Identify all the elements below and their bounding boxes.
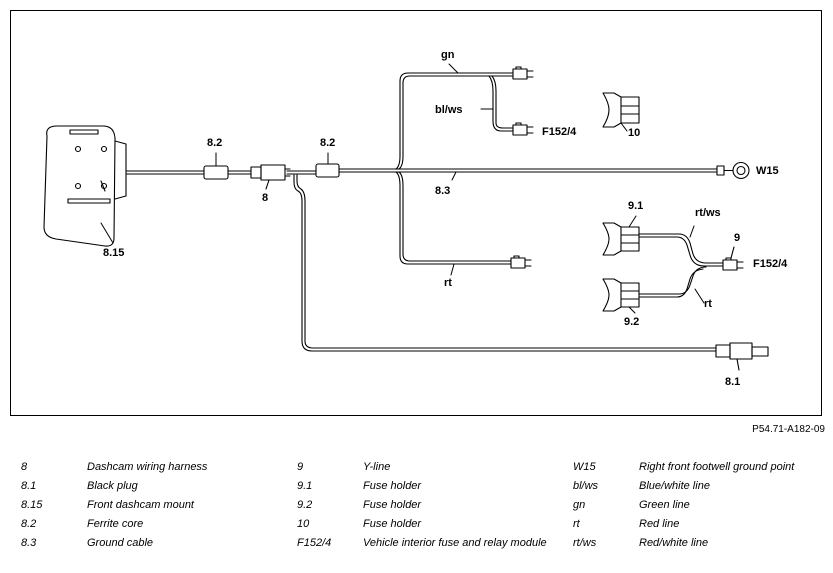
legend-desc: Dashcam wiring harness <box>87 461 208 473</box>
label-fuse-top: F152/4 <box>542 126 577 138</box>
legend-code: rt <box>573 518 580 530</box>
reference-code: P54.71-A182-09 <box>752 424 825 435</box>
legend-code: rt/ws <box>573 537 597 549</box>
y-line <box>638 233 724 298</box>
legend-code: 9.1 <box>297 480 313 492</box>
legend-row: 8 Dashcam wiring harness <box>21 460 271 479</box>
label-yline: 9 <box>734 232 740 244</box>
legend-row: rt/ws Red/white line <box>573 536 828 555</box>
ferrite-core-left <box>203 165 229 180</box>
black-plug <box>715 342 769 371</box>
ground-lug <box>716 161 750 180</box>
connector-blws <box>512 122 534 136</box>
connector-gn <box>512 66 534 80</box>
label-ferrite-left: 8.2 <box>207 137 222 149</box>
harness-connector <box>250 164 291 190</box>
legend-code: F152/4 <box>297 537 332 549</box>
diagram-labels: 8.15 8.2 8 8.2 8.3 gn bl/ws F152/4 10 W1… <box>103 49 788 388</box>
legend-code: 10 <box>297 518 310 530</box>
legend-desc: Vehicle interior fuse and relay module <box>363 537 547 549</box>
plug-cable <box>293 174 717 352</box>
legend-desc: Black plug <box>87 480 138 492</box>
legend-code: W15 <box>573 461 596 473</box>
legend-desc: Green line <box>639 499 690 511</box>
ferrite-core-right <box>315 163 340 178</box>
legend-row: 8.3 Ground cable <box>21 536 271 555</box>
label-ferrite-right: 8.2 <box>320 137 335 149</box>
legend-code: 8.3 <box>21 537 37 549</box>
dashcam-mount <box>43 125 127 247</box>
label-fuse-right: F152/4 <box>753 258 788 270</box>
legend-row: 9.2 Fuse holder <box>297 498 557 517</box>
label-ground-point: W15 <box>756 165 779 177</box>
legend-row: 10 Fuse holder <box>297 517 557 536</box>
legend-code: bl/ws <box>573 480 599 492</box>
legend-code: 8.1 <box>21 480 37 492</box>
wire-gn <box>440 72 514 77</box>
legend-desc: Fuse holder <box>363 518 422 530</box>
connector-rt <box>510 255 532 269</box>
legend-desc: Y-line <box>363 461 391 473</box>
legend-row: F152/4 Vehicle interior fuse and relay mo… <box>297 536 557 555</box>
legend-code: 9.2 <box>297 499 313 511</box>
label-fuse-holder-9-1: 9.1 <box>628 200 643 212</box>
legend-row: 8.15 Front dashcam mount <box>21 498 271 517</box>
legend-row: rt Red line <box>573 517 828 536</box>
wire-blws <box>488 75 514 132</box>
label-wire-blws: bl/ws <box>435 104 463 116</box>
legend-desc: Red line <box>639 518 680 530</box>
legend-desc: Front dashcam mount <box>87 499 194 511</box>
label-fuse-holder-10: 10 <box>628 127 640 139</box>
legend-code: 9 <box>297 461 304 473</box>
label-harness: 8 <box>262 192 268 204</box>
fuse-holder-9-2 <box>602 278 640 312</box>
legend-code: gn <box>573 499 586 511</box>
label-wire-gn: gn <box>441 49 455 61</box>
fuse-holder-9-1 <box>602 222 640 256</box>
label-mount: 8.15 <box>103 247 124 259</box>
junction-branches <box>395 72 718 265</box>
label-fuse-holder-9-2: 9.2 <box>624 316 639 328</box>
legend-desc: Ground cable <box>87 537 154 549</box>
legend-desc: Red/white line <box>639 537 709 549</box>
legend-desc: Ferrite core <box>87 518 144 530</box>
legend-row: gn Green line <box>573 498 828 517</box>
legend-row: 9 Y-line <box>297 460 557 479</box>
legend-row: bl/ws Blue/white line <box>573 479 828 498</box>
legend-row: 9.1 Fuse holder <box>297 479 557 498</box>
legend-row: W15 Right front footwell ground point <box>573 460 828 479</box>
legend-code: 8 <box>21 461 28 473</box>
legend-desc: Fuse holder <box>363 499 422 511</box>
wiring-diagram-svg: 8.15 8.2 8 8.2 8.3 gn bl/ws F152/4 10 W1… <box>43 49 788 388</box>
wiring-diagram: 8.15 8.2 8 8.2 8.3 gn bl/ws F152/4 10 W1… <box>10 10 822 416</box>
legend-column: W15 Right front footwell ground point bl/… <box>573 460 828 555</box>
legend-column: 8 Dashcam wiring harness 8.1 Black plug 8.… <box>21 460 271 555</box>
legend-desc: Blue/white line <box>639 480 710 492</box>
legend-row: 8.1 Black plug <box>21 479 271 498</box>
label-ground-cable: 8.3 <box>435 185 450 197</box>
fuse-holder-10 <box>602 92 640 128</box>
leader-lines <box>100 63 705 314</box>
label-wire-rtws: rt/ws <box>695 207 721 219</box>
legend-row: 8.2 Ferrite core <box>21 517 271 536</box>
connector-yline <box>722 246 744 271</box>
label-wire-rt-right: rt <box>704 298 712 310</box>
label-black-plug: 8.1 <box>725 376 740 388</box>
legend-code: 8.2 <box>21 518 37 530</box>
legend-code: 8.15 <box>21 499 43 511</box>
legend-desc: Fuse holder <box>363 480 422 492</box>
label-wire-rt-lower: rt <box>444 277 452 289</box>
legend-desc: Right front footwell ground point <box>639 461 795 473</box>
main-cable <box>125 168 400 175</box>
